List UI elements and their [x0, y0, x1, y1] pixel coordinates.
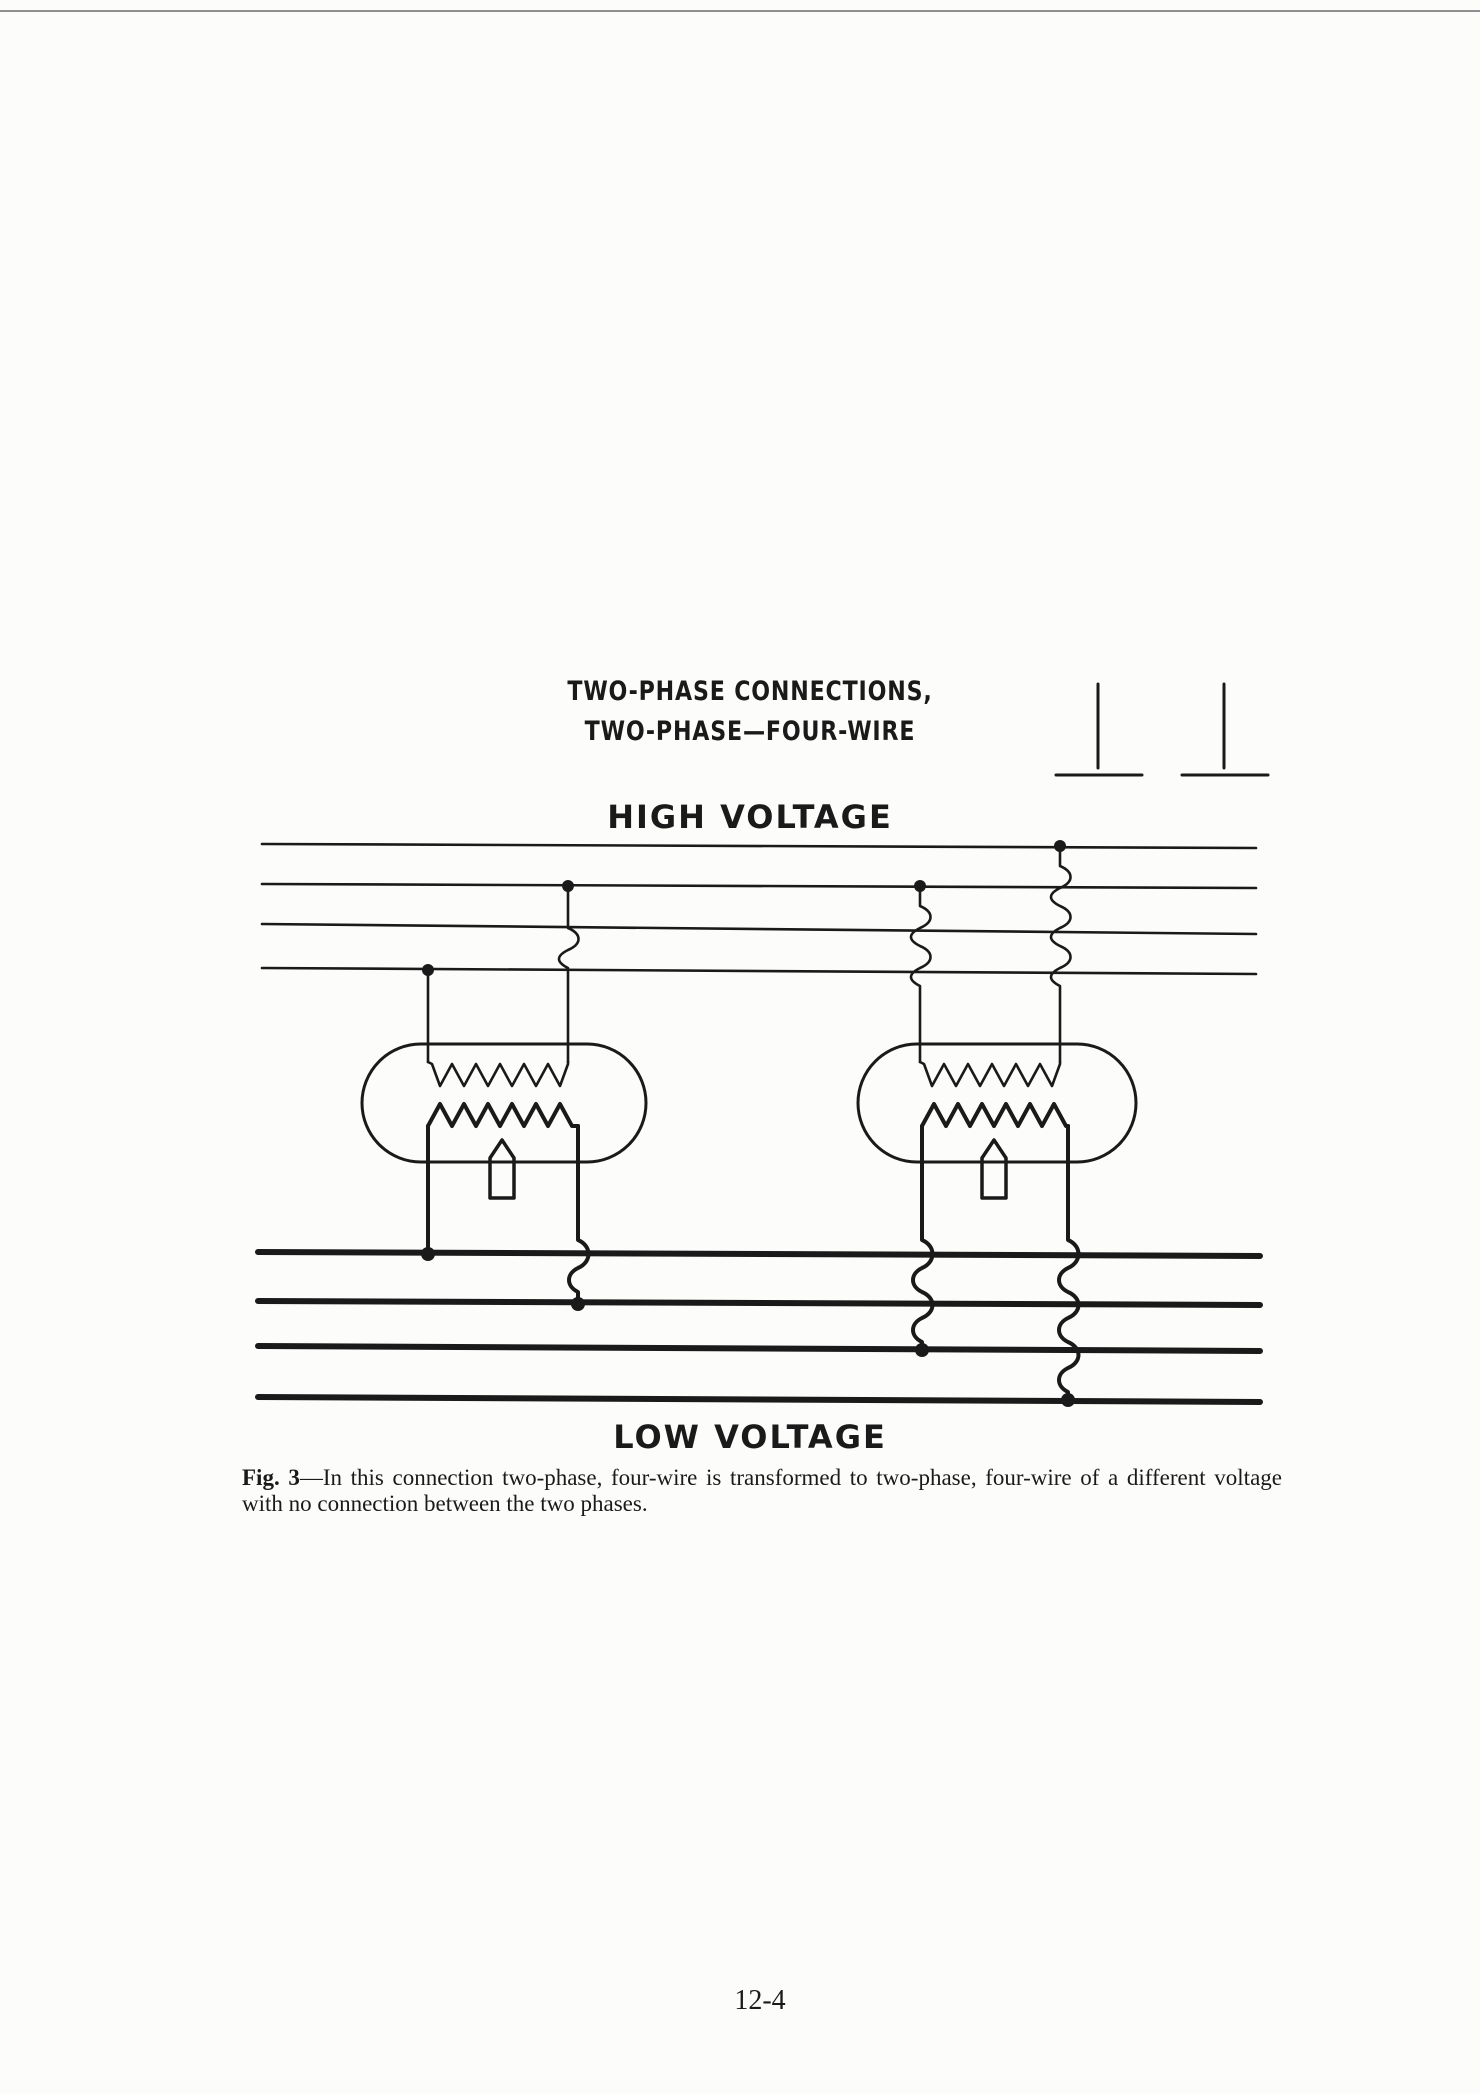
low-voltage-label: LOW VOLTAGE — [613, 1418, 887, 1456]
junction-dots — [421, 840, 1075, 1407]
transformer-2-lv-lead-right — [1057, 1124, 1081, 1402]
transformer-2-center-tap — [980, 1138, 1008, 1200]
transformer-2 — [856, 844, 1138, 1402]
high-voltage-label: HIGH VOLTAGE — [607, 798, 893, 836]
transformer-1-primary-coil — [426, 1060, 570, 1088]
transformer-1-hv-lead-right — [557, 884, 580, 1064]
junction-t1-hv-right — [562, 880, 574, 892]
page-number: 12-4 — [734, 1985, 786, 2016]
diagram-title-line-1: TWO-PHASE CONNECTIONS, — [567, 676, 933, 707]
junction-t2-lv-right — [1061, 1393, 1075, 1407]
lv-bus-2 — [255, 1298, 1263, 1308]
transformer-2-hv-lead-right — [1049, 844, 1072, 1064]
lv-bus-3 — [255, 1343, 1263, 1354]
junction-t1-lv-left — [421, 1247, 435, 1261]
transformer-2-primary-coil — [918, 1060, 1062, 1088]
high-voltage-buses — [260, 842, 1258, 976]
junction-t2-hv-left — [914, 880, 926, 892]
transformer-1-lv-lead-right — [567, 1124, 591, 1306]
figure-caption-text: —In this connection two-phase, four-wire… — [242, 1465, 1282, 1516]
diagram-title-line-2: TWO-PHASE—FOUR-WIRE — [584, 716, 916, 747]
junction-t1-hv-left — [422, 964, 434, 976]
lv-bus-4 — [255, 1394, 1263, 1405]
hv-bus-2 — [260, 882, 1258, 890]
hv-bus-3 — [260, 922, 1258, 936]
transformer-2-secondary-coil — [920, 1102, 1070, 1128]
transformer-1-secondary-coil — [426, 1102, 580, 1128]
transformer-2-tank — [856, 1042, 1138, 1164]
transformer-2-hv-lead-left — [909, 884, 932, 1064]
junction-t1-lv-right — [571, 1297, 585, 1311]
top-rule — [0, 10, 1480, 12]
junction-t2-lv-left — [915, 1343, 929, 1357]
ground-symbols — [1054, 682, 1270, 777]
hv-bus-4 — [260, 966, 1258, 976]
junction-t2-hv-right — [1054, 840, 1066, 852]
lv-bus-1 — [255, 1249, 1263, 1259]
low-voltage-buses — [255, 1249, 1263, 1405]
figure-caption: Fig. 3—In this connection two-phase, fou… — [242, 1465, 1282, 1517]
transformer-1 — [360, 884, 648, 1306]
hv-bus-1 — [260, 842, 1258, 850]
transformer-1-tank — [360, 1042, 648, 1164]
transformer-2-lv-lead-left — [911, 1124, 935, 1352]
transformer-1-center-tap — [488, 1138, 516, 1200]
figure-number: Fig. 3 — [242, 1465, 300, 1490]
